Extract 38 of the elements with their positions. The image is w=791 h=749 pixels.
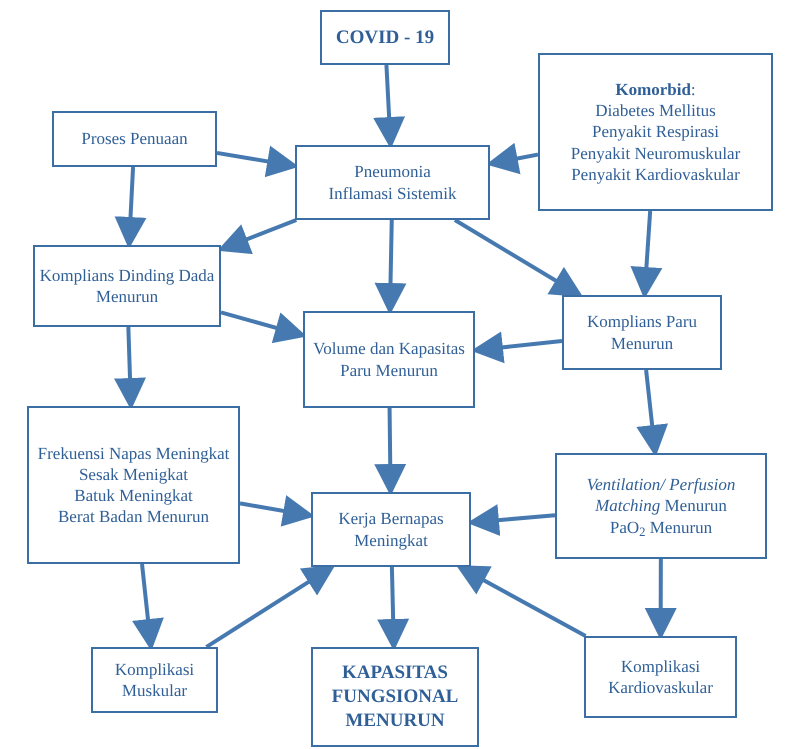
box-text: Inflamasi Sistemik bbox=[328, 182, 456, 204]
box-text: Komplikasi Muskular bbox=[114, 658, 196, 702]
process-box bbox=[295, 145, 490, 220]
process-box bbox=[311, 492, 471, 567]
box-text: Penyakit Neuromuskular bbox=[570, 142, 740, 164]
box-text: Pneumonia bbox=[354, 161, 431, 182]
process-box bbox=[52, 111, 217, 167]
box-text: COVID - 19 bbox=[336, 26, 434, 50]
process-box bbox=[303, 311, 475, 408]
arrow bbox=[454, 218, 584, 298]
box-text: Komorbid: bbox=[615, 78, 696, 100]
process-box bbox=[555, 453, 767, 559]
box-text: Komplians Paru Menurun bbox=[586, 311, 698, 354]
process-box bbox=[320, 10, 450, 65]
box-text: KAPASITAS FUNGSIONAL MENURUN bbox=[330, 661, 460, 733]
process-box bbox=[584, 636, 737, 718]
box-text: Volume dan Kapasitas Paru Menurun bbox=[312, 338, 466, 381]
process-box bbox=[27, 406, 240, 564]
box-text: Diabetes Mellitus bbox=[595, 100, 716, 122]
box-text: Komplikasi Kardiovaskular bbox=[607, 656, 714, 698]
process-box bbox=[33, 245, 221, 327]
box-text: Batuk Meningkat bbox=[74, 485, 193, 506]
box-text: Komplians Dinding Dada Menurun bbox=[39, 264, 215, 308]
process-box bbox=[91, 647, 218, 713]
box-text: Sesak Menigkat bbox=[78, 464, 188, 485]
process-box bbox=[311, 647, 479, 747]
arrow bbox=[456, 565, 587, 638]
box-text: Proses Penuaan bbox=[81, 128, 188, 150]
box-text: Frekuensi Napas Meningkat bbox=[38, 442, 230, 464]
box-text: Penyakit Respirasi bbox=[592, 121, 719, 143]
arrow bbox=[205, 564, 336, 649]
process-box bbox=[562, 295, 722, 370]
box-text: Berat Badan Menurun bbox=[58, 506, 210, 528]
box-text: Penyakit Kardiovaskular bbox=[571, 164, 740, 186]
box-text: PaO$_{2}$ Menurun bbox=[610, 516, 712, 538]
box-text: Ventilation/ Perfusion Matching Menurun bbox=[586, 474, 736, 517]
box-text: Kerja Bernapas Meningkat bbox=[337, 508, 445, 551]
process-box bbox=[538, 53, 773, 211]
